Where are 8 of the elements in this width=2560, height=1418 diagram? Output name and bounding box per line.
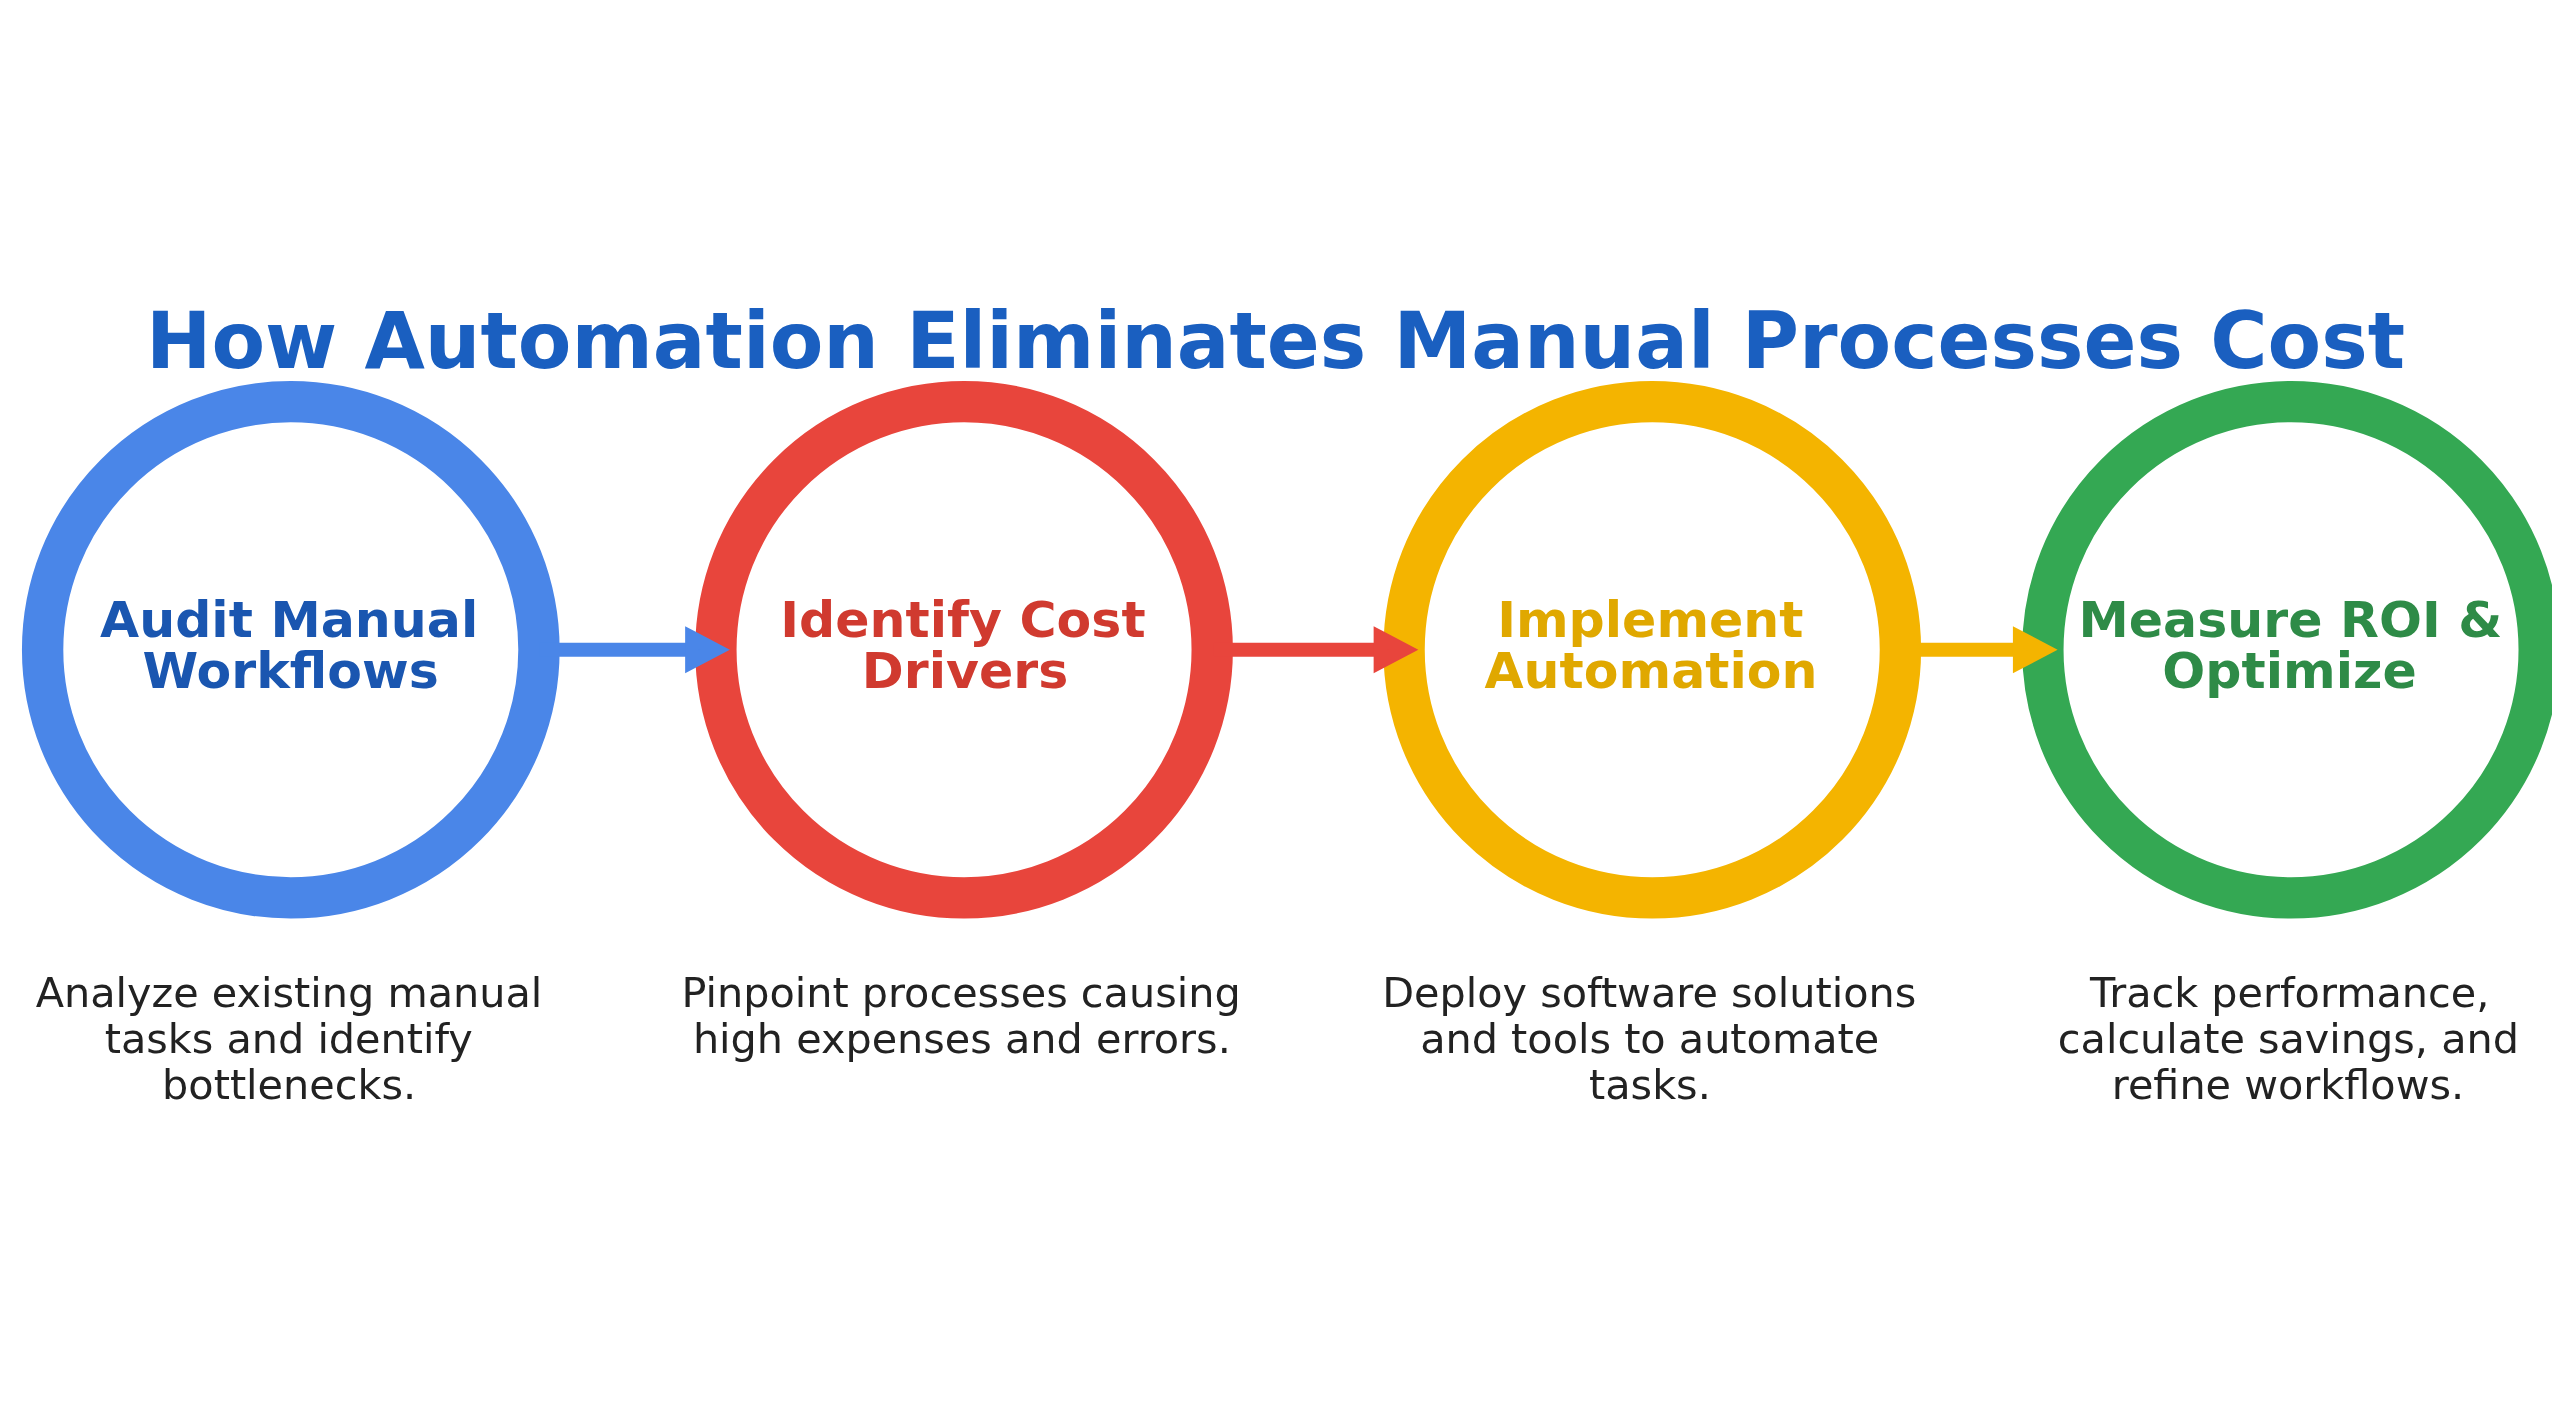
node-label: Pinpoint processes causing high expenses and errors. (681, 968, 1241, 1063)
node-label: Analyze existing manual tasks and identify bottlenecks. (35, 968, 543, 1109)
node-label: Deploy software solutions and tools to automate tasks. (1382, 968, 1917, 1109)
node-circle: Identify Cost Drivers (695, 380, 1233, 919)
node-label: Track performance, calculate savings, and refine workflows. (2057, 968, 2519, 1109)
node-circle: Measure ROI & Optimize (2022, 380, 2552, 919)
node-circle: Audit Manual Workflows (21, 380, 560, 919)
node-circle: Implement Automation (1383, 380, 1922, 919)
